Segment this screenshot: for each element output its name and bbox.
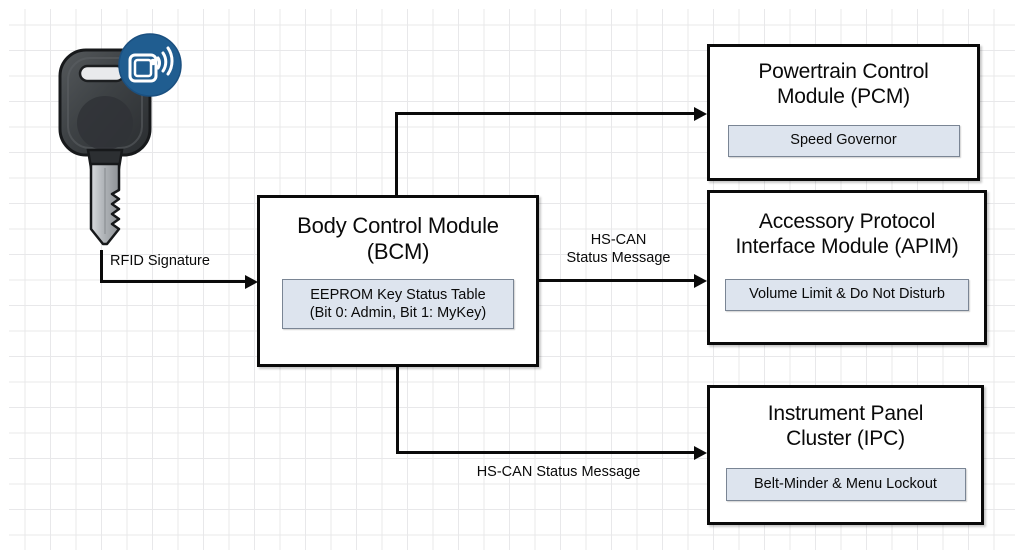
edge-label-bcm-to-ipc: HS-CAN Status Message	[476, 464, 641, 480]
bcm-feature-eeprom-key-status-table: EEPROM Key Status Table (Bit 0: Admin, B…	[282, 278, 514, 329]
connector-bcm-to-pcm-vertical	[395, 112, 398, 198]
connector-key-to-bcm-horizontal	[100, 280, 247, 283]
module-instrument-panel-cluster[interactable]: Instrument Panel Cluster (IPC) Belt-Mind…	[707, 385, 984, 525]
canvas-margin-left	[0, 0, 9, 559]
module-body-control-module[interactable]: Body Control Module (BCM) EEPROM Key Sta…	[257, 195, 539, 367]
pcm-feature-speed-governor: Speed Governor	[727, 124, 960, 157]
pcm-title: Powertrain Control Module (PCM)	[758, 60, 929, 108]
canvas-margin-top	[0, 0, 1024, 9]
apim-feature-volume-limit-do-not-disturb: Volume Limit & Do Not Disturb	[725, 278, 969, 311]
edge-label-rfid-signature: RFID Signature	[110, 253, 210, 269]
arrowhead-key-to-bcm	[245, 274, 258, 289]
apim-title: Accessory Protocol Interface Module (API…	[735, 210, 959, 258]
arrowhead-bcm-to-pcm	[694, 106, 707, 121]
nfc-wireless-icon	[118, 33, 182, 97]
arrowhead-bcm-to-ipc	[694, 445, 707, 460]
connector-bcm-to-pcm-horizontal	[395, 112, 695, 115]
ipc-title: Instrument Panel Cluster (IPC)	[767, 402, 924, 450]
connector-bcm-to-apim-horizontal	[539, 279, 695, 282]
connector-bcm-to-ipc-horizontal	[396, 451, 695, 454]
module-accessory-protocol-interface-module[interactable]: Accessory Protocol Interface Module (API…	[707, 190, 987, 345]
edge-label-bcm-to-apim: HS-CAN Status Message	[566, 232, 671, 266]
module-powertrain-control-module[interactable]: Powertrain Control Module (PCM) Speed Go…	[707, 44, 980, 181]
arrowhead-bcm-to-apim	[694, 273, 707, 288]
canvas-margin-bottom	[0, 550, 1024, 559]
canvas-margin-right	[1015, 0, 1024, 559]
connector-bcm-to-ipc-vertical	[396, 365, 399, 454]
connector-key-to-bcm-vertical	[100, 250, 103, 283]
bcm-title: Body Control Module (BCM)	[297, 213, 499, 264]
ipc-feature-belt-minder-menu-lockout: Belt-Minder & Menu Lockout	[725, 467, 966, 501]
